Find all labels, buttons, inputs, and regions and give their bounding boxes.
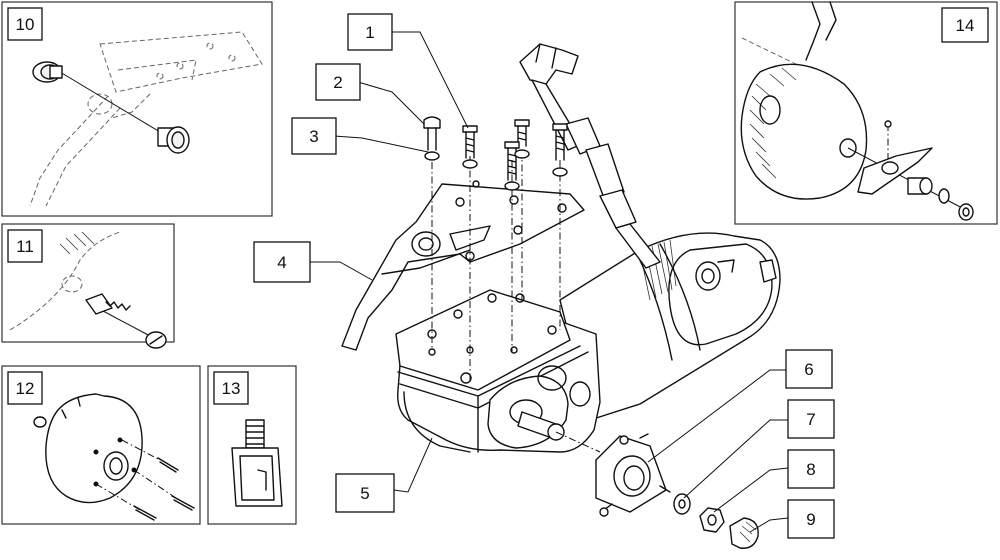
callout-5: 5 xyxy=(335,473,395,513)
callout-3: 3 xyxy=(291,117,337,155)
svg-text:9: 9 xyxy=(806,510,815,529)
label-box-10 xyxy=(7,7,43,41)
end-cap xyxy=(45,393,143,504)
inset-panel-12: 12 xyxy=(1,365,201,525)
screws-12 xyxy=(133,457,195,521)
svg-text:1: 1 xyxy=(365,23,374,42)
bolt-14 xyxy=(958,203,974,221)
svg-text:8: 8 xyxy=(806,460,815,479)
motor-brush xyxy=(85,293,131,315)
callout-2: 2 xyxy=(315,63,361,101)
callout-4: 4 xyxy=(253,241,311,283)
washers-3 xyxy=(424,149,568,191)
label-10: 10 xyxy=(16,15,35,34)
label-14: 14 xyxy=(956,16,975,35)
washer-7 xyxy=(673,493,691,515)
mounting-flange xyxy=(595,433,671,517)
svg-text:7: 7 xyxy=(806,410,815,429)
svg-text:4: 4 xyxy=(277,253,286,272)
svg-text:6: 6 xyxy=(804,360,813,379)
label-box-14 xyxy=(941,7,989,43)
cap-9 xyxy=(729,517,759,549)
svg-text:2: 2 xyxy=(333,73,342,92)
inset-panel-11: 11 xyxy=(1,223,175,349)
motor-body xyxy=(559,232,781,421)
brush-cap xyxy=(145,331,167,349)
callout-8: 8 xyxy=(787,449,835,489)
gearbox-housing xyxy=(395,289,601,453)
label-11: 11 xyxy=(16,237,34,256)
label-box-13 xyxy=(213,371,249,405)
power-cable xyxy=(519,43,661,269)
washer-14 xyxy=(938,188,950,204)
callout-1: 1 xyxy=(347,13,393,51)
main-assembly xyxy=(341,43,781,549)
label-box-11 xyxy=(7,229,43,263)
callout-9: 9 xyxy=(787,499,835,539)
svg-text:5: 5 xyxy=(360,484,369,503)
leader-lines xyxy=(310,31,789,533)
label-12: 12 xyxy=(16,379,35,398)
bushing-lower xyxy=(157,126,190,154)
inset-panel-13: 13 xyxy=(207,365,297,525)
release-lever xyxy=(857,147,933,195)
bushing-upper xyxy=(32,61,63,83)
label-13: 13 xyxy=(222,379,241,398)
callout-6: 6 xyxy=(785,349,833,389)
nut-8 xyxy=(699,507,725,533)
brush-holder xyxy=(231,419,283,507)
callout-7: 7 xyxy=(787,399,835,439)
inset-panel-10: 10 xyxy=(1,1,273,217)
bolt-2 xyxy=(423,116,441,151)
spring-clip xyxy=(33,416,47,428)
motor-end-view xyxy=(740,63,868,200)
screws-1 xyxy=(462,119,568,181)
label-box-12 xyxy=(7,371,43,405)
inset-panel-14: 14 xyxy=(734,1,998,225)
spacer-14 xyxy=(907,177,933,195)
brake-bracket xyxy=(341,180,585,351)
svg-text:3: 3 xyxy=(309,127,318,146)
